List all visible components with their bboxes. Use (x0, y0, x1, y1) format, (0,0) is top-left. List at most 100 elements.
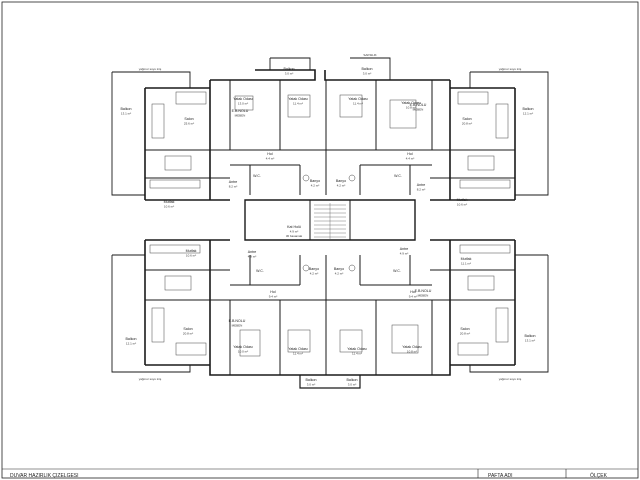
room-name-yatak-br-b: Yatak Odası (402, 345, 422, 349)
room-area-balkon-bot-r: 3.0 m² (348, 383, 357, 387)
room-area-salon-br: 20.8 m² (460, 332, 470, 336)
room-name-yatak-tr-a: Yatak Odası (348, 97, 368, 101)
room-name-ebeveyn-tl: E.B.NOLU (232, 109, 249, 113)
room-area-hol-bl: 9.4 m² (269, 295, 278, 299)
title-block-right: PAFTA ADI (488, 473, 513, 479)
room-name-mutfak-bl: Mutfak (186, 249, 197, 253)
room-name-yatak-tl-a: Yatak Odası (233, 97, 253, 101)
drainage-note-tr: yağmur suyu iniş (499, 67, 522, 71)
room-name-banyo-br: Banyo (334, 267, 344, 271)
room-area-ebeveyn-tr: MEBEN (413, 108, 424, 112)
room-name-salon-tr: Salon (462, 117, 471, 121)
room-area-antre-br: 4.9 m² (400, 252, 409, 256)
room-area-mutfak-br: 11.1 m² (461, 262, 471, 266)
room-area-banyo-br: 4.2 m² (335, 272, 344, 276)
room-name-balkon-r-bot: Balkon (525, 334, 536, 338)
room-name-mutfak-tr: Mutfak (457, 198, 468, 202)
room-name-balkon-top-r: Balkon (362, 67, 373, 71)
room-name-banyo-tl: Banyo (310, 179, 320, 183)
room-area-antre-tr: 8.2 m² (417, 188, 426, 192)
interior-walls (145, 80, 515, 375)
stair-label: 30 basamak (286, 234, 303, 238)
room-area-balkon-l-top: 13.1 m² (121, 112, 131, 116)
room-name-wc-tl: W.C. (253, 174, 261, 178)
room-name-antre-br: Antre (400, 247, 409, 251)
room-name-salon-br: Salon (460, 327, 469, 331)
annotations: yağmur suyu iniş yağmur suyu iniş yağmur… (139, 53, 522, 381)
room-area-balkon-bot-l: 3.0 m² (307, 383, 316, 387)
room-name-balkon-bot-r: Balkon (347, 378, 358, 382)
room-name-yatak-tr-b: Yatak Odası (401, 101, 421, 105)
room-name-ebeveyn-br: E.B.NOLU (415, 289, 432, 293)
room-area-hol-tl: 4.4 m² (266, 157, 275, 161)
room-area-yatak-bl-b: 11.4 m² (293, 352, 303, 356)
room-area-yatak-br-b: 10.8 m² (407, 350, 417, 354)
room-name-banyo-tr: Banyo (336, 179, 346, 183)
room-area-ebeveyn-tl: MEBEN (235, 114, 246, 118)
room-name-antre-bl: Antre (248, 250, 257, 254)
room-name-banyo-bl: Banyo (309, 267, 319, 271)
corridor-area: 4.9 m² (290, 230, 299, 234)
room-area-hol-tr: 4.4 m² (406, 157, 415, 161)
building-walls (111, 57, 549, 389)
room-area-salon-bl: 20.8 m² (183, 332, 193, 336)
title-block: DUVAR HAZIRLIK ÇIZELGESI PAFTA ADI ÖLÇEK (2, 468, 638, 479)
room-name-balkon-l-bot: Balkon (126, 337, 137, 341)
room-area-antre-tl: 8.2 m² (229, 185, 238, 189)
room-area-salon-tr: 20.8 m² (462, 122, 472, 126)
room-name-ebeveyn-tr: E.B.NOLU (410, 103, 427, 107)
room-area-salon-tl: 25.6 m² (184, 122, 194, 126)
room-area-banyo-bl: 4.2 m² (310, 272, 319, 276)
room-name-balkon-r-top: Balkon (523, 107, 534, 111)
title-block-scale: ÖLÇEK (590, 472, 608, 479)
stair (314, 203, 346, 239)
room-name-antre-tl: Antre (229, 180, 238, 184)
room-name-yatak-br-a: Yatak Odası (347, 347, 367, 351)
room-area-mutfak-tr: 10.6 m² (457, 203, 467, 207)
room-area-yatak-br-a: 11.4 m² (352, 352, 362, 356)
room-area-yatak-tl-b: 11.4 m² (293, 102, 303, 106)
room-name-hol-bl: Hol (270, 290, 276, 294)
room-name-hol-br: Hol (410, 290, 416, 294)
furniture (149, 91, 511, 357)
room-area-banyo-tr: 4.2 m² (337, 184, 346, 188)
room-name-salon-bl: Salon (183, 327, 192, 331)
room-name-salon-tl: Salon (184, 117, 193, 121)
room-area-balkon-top-l: 3.0 m² (285, 72, 294, 76)
room-area-balkon-r-top: 12.1 m² (523, 112, 533, 116)
room-area-ebeveyn-bl: MEBEN (232, 324, 243, 328)
room-name-mutfak-tl: Mutfak (164, 200, 175, 204)
room-area-balkon-l-bot: 12.1 m² (126, 342, 136, 346)
core-labels: Kat Holü 4.9 m² 30 basamak (286, 225, 303, 238)
planter-note: SAKSILIK (363, 53, 376, 57)
drainage-note-tl: yağmur suyu iniş (139, 67, 162, 71)
room-area-banyo-tl: 4.2 m² (311, 184, 320, 188)
room-name-yatak-bl-b: Yatak Odası (288, 347, 308, 351)
room-area-hol-br: 9.4 m² (409, 295, 418, 299)
room-area-yatak-bl-a: 10.0 m² (238, 350, 248, 354)
room-name-yatak-tl-b: Yatak Odası (288, 97, 308, 101)
room-name-balkon-top-l: Balkon (284, 67, 295, 71)
title-block-left: DUVAR HAZIRLIK ÇIZELGESI (10, 473, 79, 479)
room-area-balkon-top-r: 3.0 m² (363, 72, 372, 76)
room-name-ebeveyn-bl: E.B.NOLU (229, 319, 246, 323)
room-name-yatak-bl-a: Yatak Odası (233, 345, 253, 349)
room-name-hol-tr: Hol (407, 152, 413, 156)
room-name-mutfak-br: Mutfak (461, 257, 472, 261)
room-area-yatak-tr-b: 10.8 m² (406, 106, 416, 110)
room-name-wc-tr: W.C. (394, 174, 402, 178)
room-area-ebeveyn-br: MEBEN (418, 294, 429, 298)
room-name-balkon-bot-l: Balkon (306, 378, 317, 382)
room-area-mutfak-bl: 10.6 m² (186, 254, 196, 258)
room-area-antre-bl: 4.9 m² (248, 255, 257, 259)
room-area-yatak-tl-a: 13.0 m² (238, 102, 248, 106)
drainage-note-br: yağmur suyu iniş (499, 377, 522, 381)
room-name-wc-bl: W.C. (256, 269, 264, 273)
room-name-hol-tl: Hol (267, 152, 273, 156)
room-name-wc-br: W.C. (393, 269, 401, 273)
room-name-balkon-l-top: Balkon (121, 107, 132, 111)
room-area-mutfak-tl: 10.6 m² (164, 205, 174, 209)
